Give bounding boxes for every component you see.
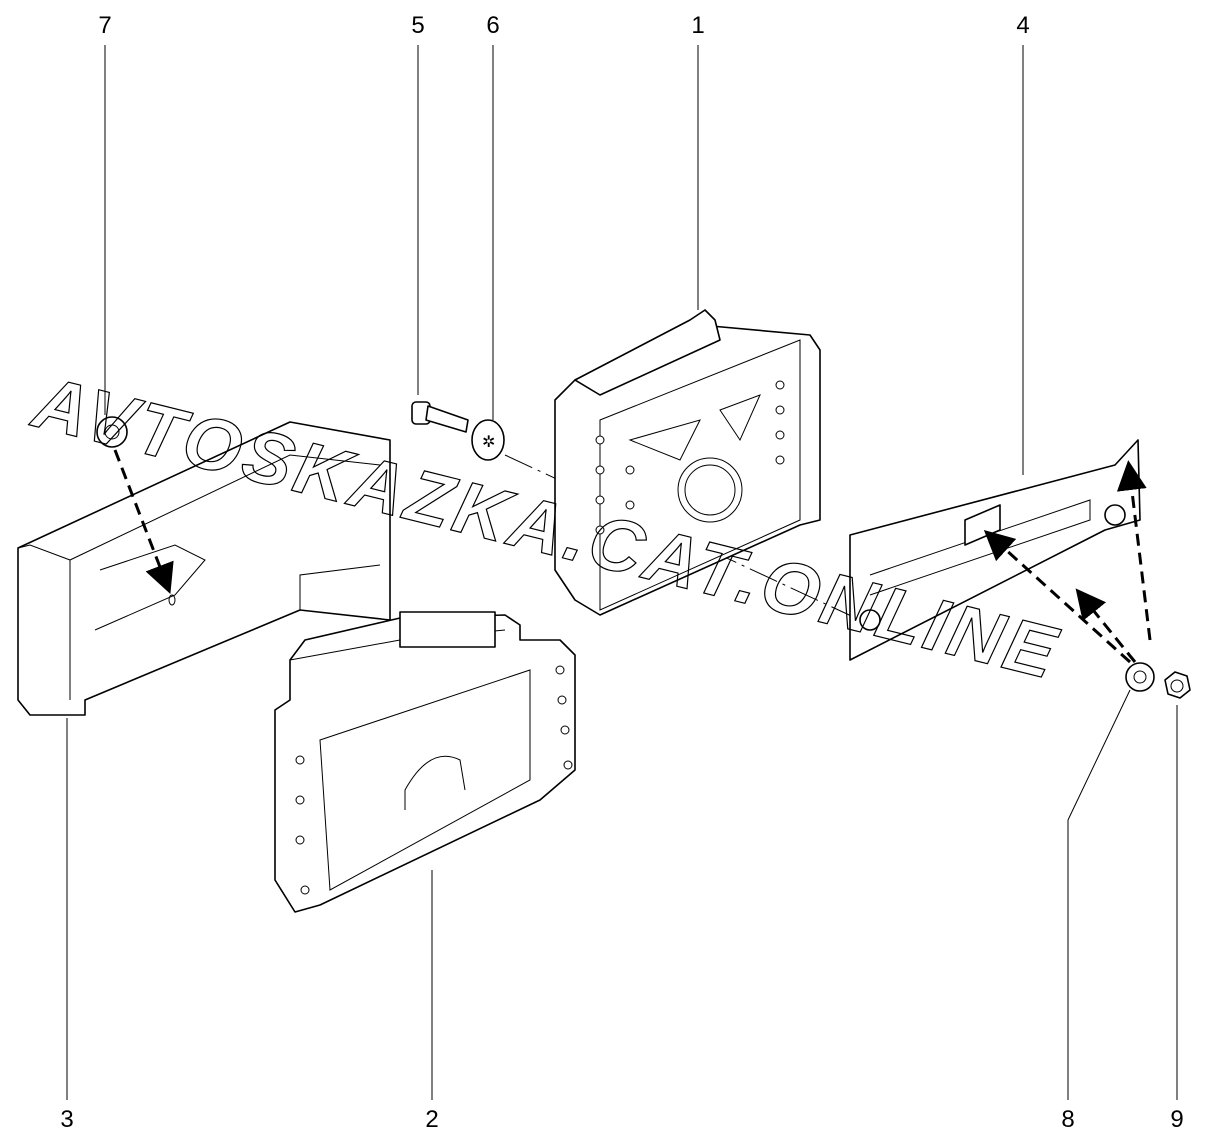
callout-8: 8 (1061, 1106, 1075, 1133)
callout-1: 1 (691, 12, 705, 39)
callout-2: 2 (425, 1106, 439, 1133)
callout-7: 7 (98, 12, 112, 39)
part-9-nut (1164, 671, 1191, 699)
callout-6: 6 (486, 12, 500, 39)
callout-5: 5 (411, 12, 425, 39)
part-5-screw (411, 401, 469, 433)
callout-4: 4 (1016, 12, 1030, 39)
part-1-ecu (554, 309, 821, 616)
assembly-arrows (983, 460, 1152, 664)
part-8-washer (1125, 662, 1155, 692)
part-7-nut (96, 416, 128, 448)
svg-text:✲: ✲ (482, 434, 495, 451)
leader-lines (66, 45, 1178, 1100)
part-6-washer: ✲ (471, 419, 505, 461)
part-2-ecu (274, 611, 576, 913)
assembly-arrow (113, 449, 174, 595)
callout-9: 9 (1170, 1106, 1184, 1133)
part-3-cover (17, 421, 391, 716)
callout-3: 3 (60, 1106, 74, 1133)
